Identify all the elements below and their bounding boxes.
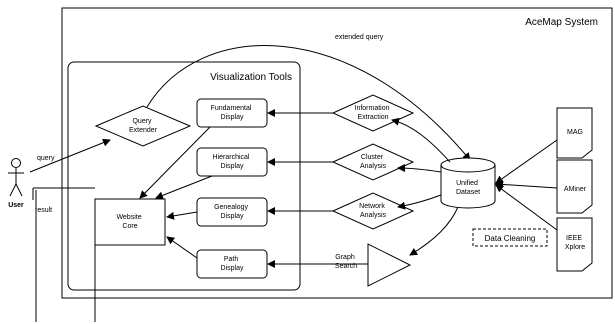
network-analysis-label: Network Analysis (359, 203, 387, 219)
result-label: result (35, 207, 52, 214)
query-extender-diamond (94, 105, 192, 147)
website-core-box (94, 198, 166, 246)
hierarchical-display-label: Hierarchical Display (213, 154, 252, 170)
dataset-to-extraction-edge (391, 117, 451, 163)
query-edge (29, 138, 111, 173)
unified-dataset-label: Unified Dataset (456, 180, 480, 196)
query-extender-label: Query Extender (129, 118, 158, 134)
genealogy-display-label: Genealogy Display (214, 204, 250, 220)
ieee-source-shape (556, 217, 593, 272)
hierarchical-to-core-edge (155, 175, 213, 200)
acemap-system-title: AceMap System (525, 17, 598, 28)
network-analysis-diamond (331, 192, 415, 230)
aminer-source-shape (556, 159, 593, 214)
ieee-to-dataset-edge (495, 184, 558, 231)
data-cleaning-box (472, 228, 548, 247)
cluster-analysis-label: Cluster Analysis (360, 154, 387, 170)
fundamental-display-box (196, 98, 268, 128)
fundamental-to-core-edge (139, 126, 211, 199)
unified-dataset-cylinder: Unified Dataset (440, 157, 496, 209)
dataset-to-search-edge (409, 206, 459, 256)
website-core-label: Website Core (116, 214, 143, 230)
mag-source-shape (556, 107, 593, 159)
dataset-to-network-edge (397, 194, 442, 210)
visualization-tools-title: Visualization Tools (210, 72, 292, 83)
dataset-to-cluster-edge (397, 164, 442, 173)
fundamental-display-label: Fundamental Display (211, 105, 254, 121)
ieee-source-label: IEEE Xplore (565, 235, 585, 251)
graph-search-triangle (367, 243, 412, 287)
user-leg-right (15, 183, 23, 197)
graph-search-label: Graph Search (335, 254, 357, 270)
genealogy-display-box (196, 197, 268, 227)
extended-query-edge (146, 45, 471, 161)
hierarchical-display-box (196, 147, 268, 177)
mag-source-label: MAG (567, 129, 583, 136)
user-actor: User (8, 158, 24, 209)
user-leg-left (9, 183, 17, 197)
data-cleaning-label: Data Cleaning (485, 234, 536, 243)
path-display-box (196, 249, 268, 279)
cluster-analysis-diamond (331, 143, 415, 181)
aminer-source-label: AMiner (564, 186, 587, 193)
aminer-to-dataset-edge (495, 180, 558, 189)
information-extraction-label: Information Extraction (355, 105, 392, 121)
path-to-core-edge (166, 236, 198, 259)
query-label: query (37, 155, 55, 162)
extended-query-label: extended query (335, 34, 384, 41)
user-label: User (8, 202, 24, 209)
user-head (11, 158, 21, 168)
path-display-label: Path Display (221, 256, 244, 272)
genealogy-to-core-edge (166, 211, 198, 220)
mag-to-dataset-edge (495, 139, 558, 184)
